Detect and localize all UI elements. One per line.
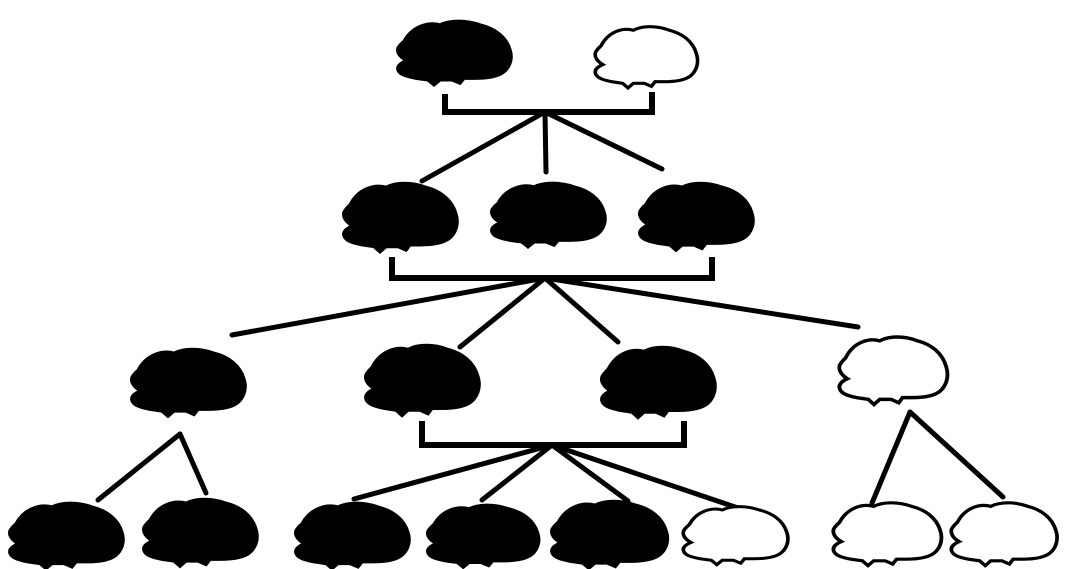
f1-connectors xyxy=(229,257,861,350)
descent-line xyxy=(351,442,555,502)
descent-line xyxy=(542,109,549,175)
guinea-pig-black-icon xyxy=(425,503,541,569)
guinea-pig-white-icon xyxy=(681,504,790,567)
descent-line xyxy=(229,275,548,338)
descent-line xyxy=(479,442,555,503)
guinea-pig-black-icon xyxy=(489,181,607,249)
guinea-pig-black-icon xyxy=(550,499,670,569)
guinea-pig-black-icon xyxy=(363,343,481,418)
guinea-pig-white-icon xyxy=(837,335,950,407)
p-connectors xyxy=(419,92,665,184)
descent-line xyxy=(457,275,548,350)
guinea-pig-black-icon xyxy=(7,501,125,569)
descent-line xyxy=(542,109,665,172)
guinea-pig-black-icon xyxy=(341,181,459,254)
descent-line xyxy=(177,431,209,496)
descent-line xyxy=(907,409,1006,500)
descent-line xyxy=(419,109,548,184)
generation-f3 xyxy=(7,497,1059,569)
mating-bar xyxy=(419,421,687,448)
mating-bar xyxy=(442,92,655,115)
guinea-pig-black-icon xyxy=(637,181,755,253)
descent-line xyxy=(549,442,747,513)
descent-line xyxy=(869,409,913,506)
guinea-pig-white-icon xyxy=(593,24,700,90)
guinea-pig-black-icon xyxy=(129,347,247,419)
descent-line xyxy=(542,275,861,330)
generation-f2 xyxy=(129,335,950,420)
guinea-pig-white-icon xyxy=(831,500,944,568)
descent-line xyxy=(542,275,621,345)
mating-bar xyxy=(389,257,715,281)
f2-connectors xyxy=(95,409,1006,513)
descent-line xyxy=(95,431,183,503)
guinea-pig-black-icon xyxy=(599,345,717,420)
generation-p xyxy=(395,19,700,90)
guinea-pig-white-icon xyxy=(949,500,1059,568)
guinea-pig-black-icon xyxy=(293,501,411,569)
descent-line xyxy=(549,442,631,504)
guinea-pig-black-icon xyxy=(141,497,259,569)
guinea-pig-black-icon xyxy=(395,19,513,87)
generation-f1 xyxy=(341,181,755,254)
